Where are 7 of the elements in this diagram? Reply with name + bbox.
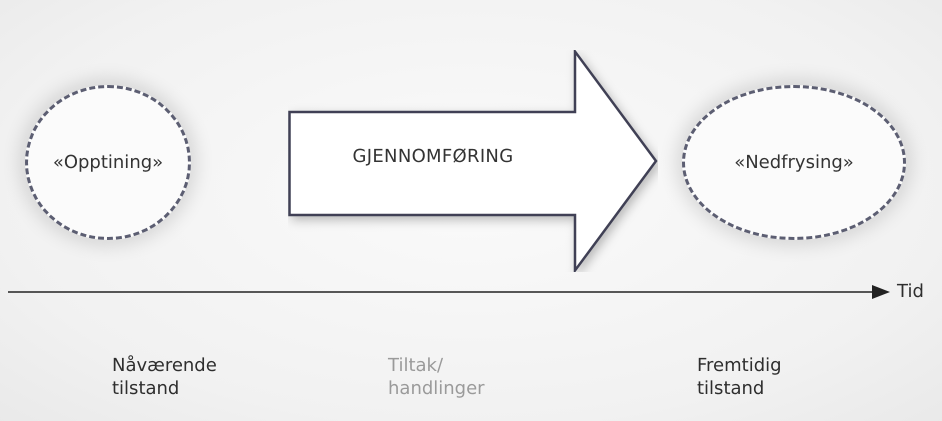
ellipse-text: «Opptining»: [52, 152, 164, 173]
arrow-text: GJENNOMFØRING: [352, 146, 514, 167]
stage-label: Fremtidig tilstand: [697, 355, 783, 400]
axis-label: Tid: [897, 281, 925, 304]
stage-label: Nåværende tilstand: [112, 355, 218, 400]
stage-label: Tiltak/ handlinger: [388, 355, 486, 400]
ellipse-text: «Nedfrysing»: [734, 152, 854, 173]
